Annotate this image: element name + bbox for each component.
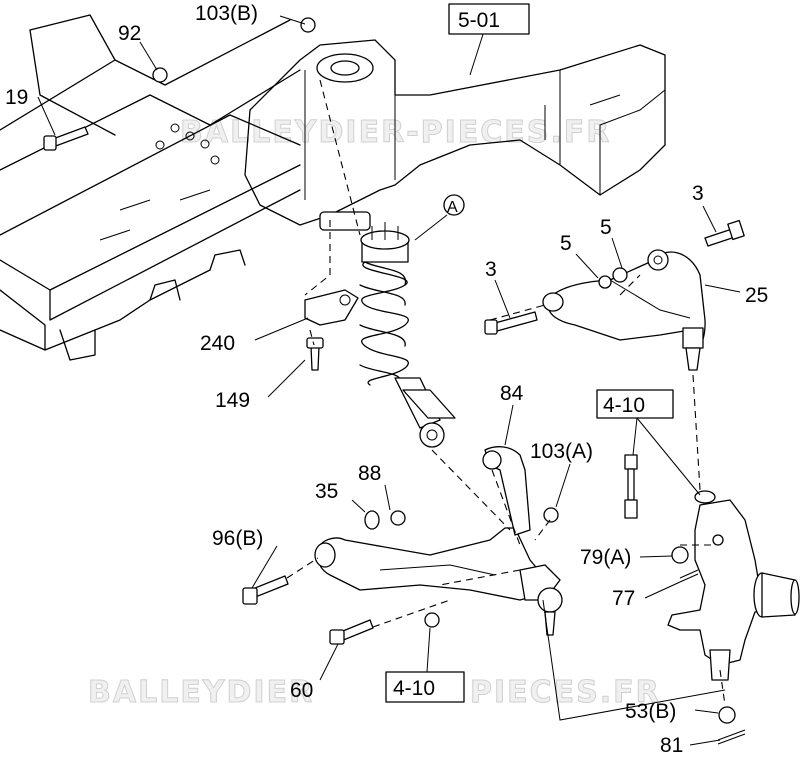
steering-knuckle <box>667 490 800 681</box>
label-19: 19 <box>5 86 28 109</box>
label-5-a: 5 <box>560 232 572 255</box>
leader-lines <box>37 15 741 746</box>
ref-box-frame <box>448 3 530 35</box>
label-60: 60 <box>290 679 313 702</box>
mount-bracket <box>304 289 359 371</box>
callout-a-circle <box>443 194 465 216</box>
label-3-left: 3 <box>485 258 497 281</box>
ref-box-stabilizer-top <box>596 389 674 419</box>
label-88: 88 <box>358 462 381 485</box>
part-labels: 103(B) 92 19 3 5 5 3 25 240 149 84 103(A… <box>5 2 768 757</box>
label-53b: 53(B) <box>625 700 676 723</box>
label-103b: 103(B) <box>195 2 258 25</box>
cotter-pin-77 <box>679 569 699 583</box>
label-25: 25 <box>745 284 768 307</box>
chassis-frame <box>0 14 301 361</box>
label-96b: 96(B) <box>212 527 263 550</box>
upper-control-arm <box>542 249 706 371</box>
cotter-pin-81 <box>717 729 746 745</box>
ref-stabilizer-top-label: 4-10 <box>603 394 645 417</box>
label-240: 240 <box>200 332 235 355</box>
ref-box-stabilizer-bottom <box>385 671 465 703</box>
ref-stabilizer-bottom-label: 4-10 <box>393 677 435 700</box>
label-35: 35 <box>315 480 338 503</box>
label-84: 84 <box>500 382 524 405</box>
watermark-bottom-left: BALLEYDIER <box>88 675 314 710</box>
stabilizer-link <box>624 454 638 519</box>
strut-assembly <box>359 222 456 448</box>
label-77: 77 <box>612 587 635 610</box>
lower-control-arm <box>314 446 563 636</box>
fasteners-upper <box>484 219 745 335</box>
label-5-b: 5 <box>600 216 612 239</box>
fasteners-lower <box>43 17 736 724</box>
ref-frame-label: 5-01 <box>458 9 500 32</box>
watermark-top: BALLEYDIER-PIECES.FR <box>180 115 611 150</box>
label-103a: 103(A) <box>530 440 593 463</box>
callout-a: A <box>447 199 458 216</box>
label-149: 149 <box>215 389 250 412</box>
label-81: 81 <box>660 734 683 757</box>
label-3-top: 3 <box>692 182 704 205</box>
label-92: 92 <box>118 22 141 45</box>
label-79a: 79(A) <box>580 546 631 569</box>
alignment-lines <box>286 79 726 706</box>
watermark-bottom-right: PIECES.FR <box>470 675 661 710</box>
